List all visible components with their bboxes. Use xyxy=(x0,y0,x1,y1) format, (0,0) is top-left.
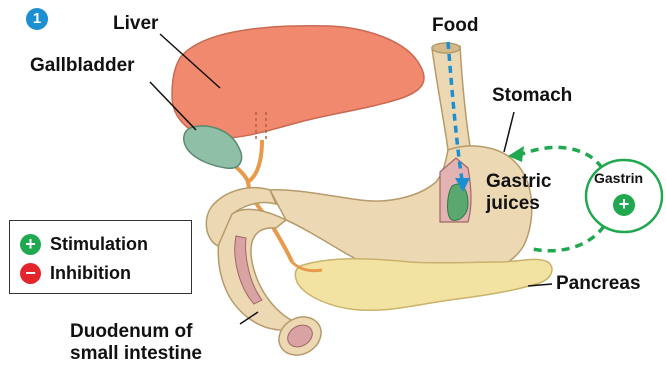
liver-shape xyxy=(172,26,424,139)
gastric-juice-fill xyxy=(448,184,469,220)
legend-stimulation-label: Stimulation xyxy=(50,234,148,255)
gastrin-path-lower xyxy=(528,226,604,251)
food-label: Food xyxy=(432,16,478,37)
gastrin-label: Gastrin xyxy=(594,171,643,186)
gastric-juices-label-line1: Gastric xyxy=(486,172,551,193)
esophagus-shape xyxy=(432,46,470,150)
gastrin-stimulation-icon: + xyxy=(613,194,635,216)
stomach-leader xyxy=(504,112,514,152)
legend-row-stimulation: + Stimulation xyxy=(20,232,148,256)
duodenum-label-line2: small intestine xyxy=(70,344,202,365)
stomach-label: Stomach xyxy=(492,86,572,107)
step-number-badge: 1 xyxy=(26,8,48,30)
duodenum-label-line1: Duodenum of xyxy=(70,322,192,343)
esophagus-opening xyxy=(432,43,460,53)
plus-circle-icon: + xyxy=(20,234,41,255)
duodenum-shape xyxy=(218,209,300,330)
gastric-juices-label-line2: juices xyxy=(486,194,540,215)
pancreas-shape xyxy=(295,259,552,311)
legend-box: + Stimulation − Inhibition xyxy=(9,220,192,294)
minus-circle-icon: − xyxy=(20,263,41,284)
gastrin-path-upper xyxy=(522,147,602,168)
pancreas-label: Pancreas xyxy=(556,274,641,295)
legend-row-inhibition: − Inhibition xyxy=(20,261,131,285)
gallbladder-label: Gallbladder xyxy=(30,56,135,77)
liver-label: Liver xyxy=(113,14,158,35)
legend-inhibition-label: Inhibition xyxy=(50,263,131,284)
